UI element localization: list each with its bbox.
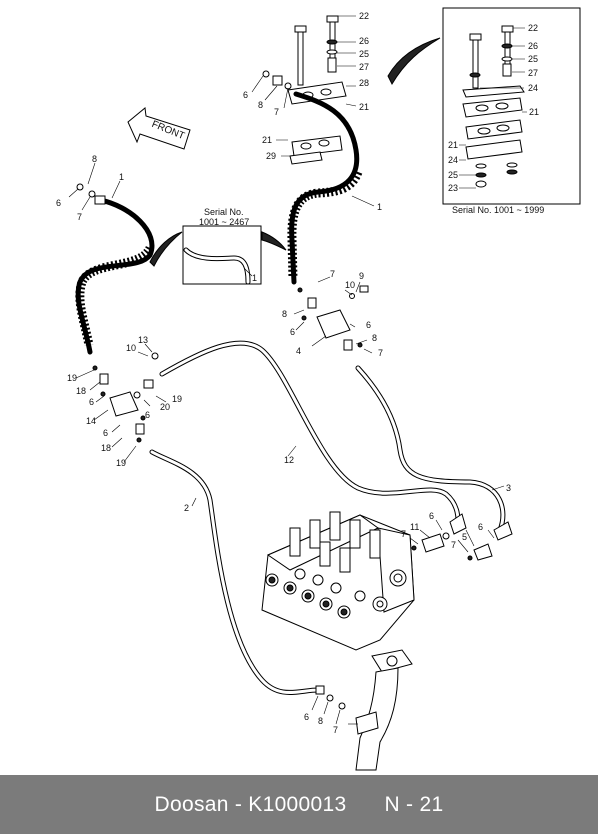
callout-19: 19	[67, 373, 77, 383]
hose-1-upper: 1	[287, 91, 382, 285]
callout-2: 2	[184, 503, 189, 513]
callout-22: 22	[528, 23, 538, 33]
callout-7: 7	[451, 540, 456, 550]
callout-8: 8	[372, 333, 377, 343]
hydraulic-parts-diagram: FRONT 22 26 25 27 24 21 21	[56, 7, 581, 771]
callout-25: 25	[359, 49, 369, 59]
footer-bar: Doosan - K1000013 N - 21	[0, 775, 598, 834]
callout-28: 28	[359, 78, 369, 88]
control-valve	[261, 511, 415, 651]
clamp-assembly-top: 22 26 25 27 28 21 6 8 7 21 29	[243, 11, 369, 165]
callout-6: 6	[56, 198, 61, 208]
callout-29: 29	[266, 151, 276, 161]
callout-12: 12	[284, 455, 294, 465]
callout-6: 6	[366, 320, 371, 330]
pipe-elbow	[348, 649, 413, 771]
callout-23: 23	[448, 183, 458, 193]
callout-26: 26	[528, 41, 538, 51]
callout-6: 6	[145, 410, 150, 420]
callout-21: 21	[359, 102, 369, 112]
bottom-fittings: 6 8 7	[304, 685, 346, 735]
callout-6: 6	[304, 712, 309, 722]
callout-14: 14	[86, 416, 96, 426]
hose-12: 12	[159, 340, 461, 531]
callout-27: 27	[528, 68, 538, 78]
inset-serial-1001-1999: 22 26 25 27 24 21 21 24 25 23 Serial No.…	[387, 7, 581, 215]
callout-13: 13	[138, 335, 148, 345]
inset-caption: Serial No. 1001 ~ 1999	[452, 205, 544, 215]
callout-7: 7	[333, 725, 338, 735]
callout-24: 24	[528, 83, 538, 93]
callout-6: 6	[89, 397, 94, 407]
page-number: N - 21	[384, 792, 444, 816]
valve-fittings-right: 7 11 6 7 5 6	[401, 511, 513, 561]
callout-25: 25	[448, 170, 458, 180]
inset-serial-line1: Serial No.	[204, 207, 244, 217]
callout-18: 18	[76, 386, 86, 396]
callout-9: 9	[359, 271, 364, 281]
callout-6: 6	[290, 327, 295, 337]
callout-11: 11	[410, 522, 419, 532]
callout-27: 27	[359, 62, 369, 72]
fitting-block-14: 13 10 19 18 6 19 20 6 14 6 18 19	[67, 335, 182, 468]
callout-5: 5	[462, 532, 467, 542]
callout-3: 3	[506, 483, 511, 493]
hose-3: 3	[355, 365, 511, 533]
callout-6: 6	[103, 428, 108, 438]
callout-6: 6	[243, 90, 248, 100]
hose-1-left: 8 6 7 1	[56, 154, 155, 355]
callout-7: 7	[378, 348, 383, 358]
callout-1: 1	[377, 202, 382, 212]
callout-8: 8	[258, 100, 263, 110]
footer-part-label: Doosan - K1000013	[154, 792, 347, 816]
callout-20: 20	[160, 402, 170, 412]
fitting-block-4: 7 9 10 8 6 4 6 8 7	[282, 269, 383, 358]
callout-1: 1	[252, 273, 257, 283]
callout-7: 7	[77, 212, 82, 222]
part-number: K1000013	[248, 792, 347, 816]
callout-19: 19	[116, 458, 126, 468]
callout-26: 26	[359, 36, 369, 46]
callout-6: 6	[429, 511, 434, 521]
callout-8: 8	[282, 309, 287, 319]
callout-22: 22	[359, 11, 369, 21]
brand-name: Doosan	[154, 792, 229, 816]
callout-21: 21	[529, 107, 539, 117]
callout-8: 8	[92, 154, 97, 164]
callout-25: 25	[528, 54, 538, 64]
front-arrow: FRONT	[127, 107, 191, 150]
callout-7: 7	[330, 269, 335, 279]
inset-serial-1001-2467: Serial No. 1001 ~ 2467 1	[149, 207, 287, 285]
callout-10: 10	[126, 343, 136, 353]
inset-serial-line2: 1001 ~ 2467	[199, 217, 249, 227]
callout-24: 24	[448, 155, 458, 165]
callout-10: 10	[345, 280, 355, 290]
hose-2: 2	[149, 449, 321, 695]
callout-7: 7	[274, 107, 279, 117]
callout-18: 18	[101, 443, 111, 453]
callout-4: 4	[296, 346, 301, 356]
callout-1: 1	[119, 172, 124, 182]
callout-7: 7	[401, 529, 406, 539]
callout-21: 21	[448, 140, 458, 150]
callout-8: 8	[318, 716, 323, 726]
callout-21: 21	[262, 135, 272, 145]
callout-19: 19	[172, 394, 182, 404]
callout-6: 6	[478, 522, 483, 532]
